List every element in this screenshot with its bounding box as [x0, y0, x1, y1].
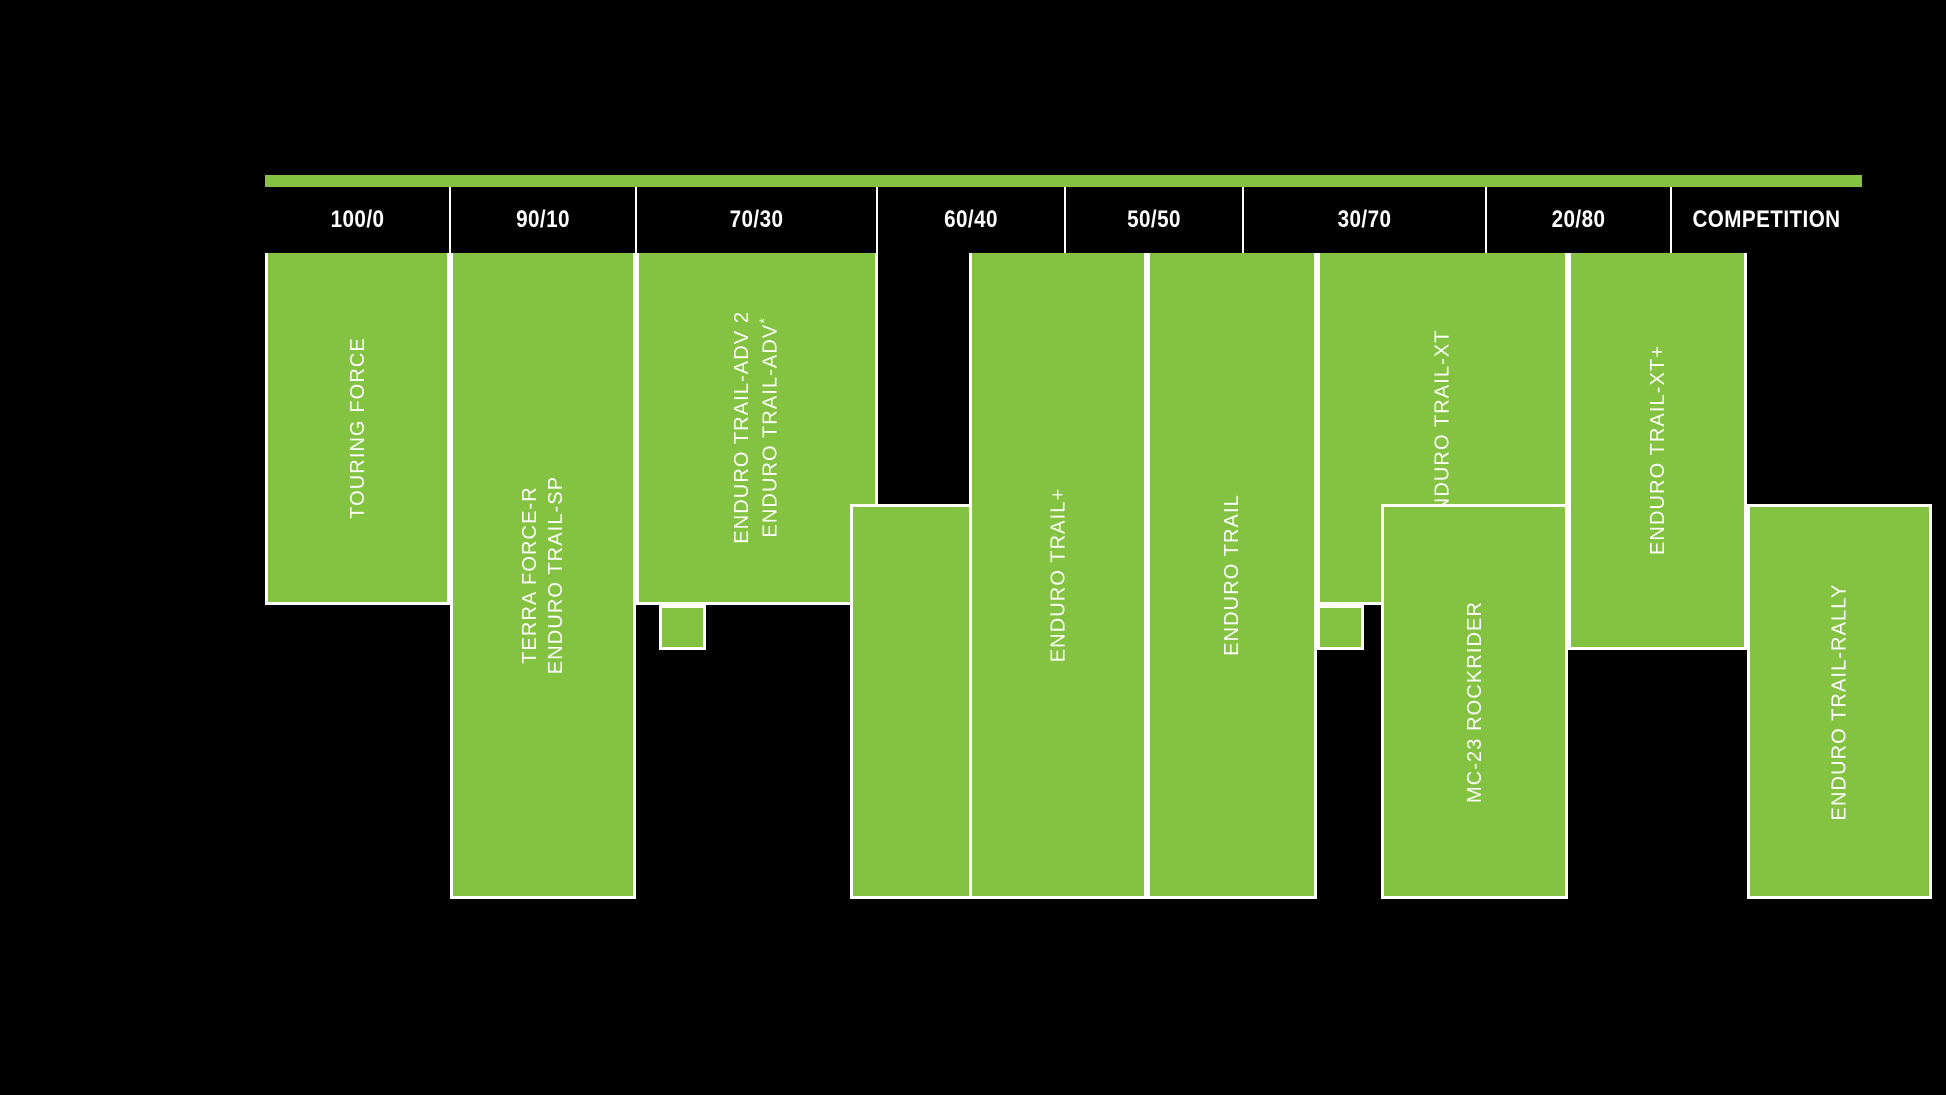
- header-separator: [635, 187, 637, 253]
- header-separator: [1064, 187, 1066, 253]
- bar-label-stack: MC-23 ROCKRIDER: [1462, 601, 1488, 803]
- header-separator: [1242, 187, 1244, 253]
- bar-label: ENDURO TRAIL: [1220, 493, 1243, 656]
- bar-enduro-trail-plus[interactable]: ENDURO TRAIL+: [969, 253, 1147, 899]
- header-cell-90-10[interactable]: 90/10: [516, 206, 570, 233]
- header-separator: [1670, 187, 1672, 253]
- bar-touring-force[interactable]: TOURING FORCE: [265, 253, 451, 606]
- header-separator: [1485, 187, 1487, 253]
- bar-label-group: TOURING FORCE: [268, 253, 447, 602]
- bar-label: ENDURO TRAIL-ADV 2: [731, 311, 754, 544]
- bar-label-group: ENDURO TRAIL: [1150, 253, 1315, 896]
- bar-enduro-trail-rally[interactable]: ENDURO TRAIL-RALLY: [1747, 504, 1933, 899]
- header-cell-competition[interactable]: COMPETITION: [1692, 206, 1841, 233]
- bar-enduro-trail[interactable]: ENDURO TRAIL: [1146, 253, 1318, 899]
- header-cell-20-80[interactable]: 20/80: [1551, 206, 1606, 233]
- bar-label-stack: ENDURO TRAIL-XT: [1430, 329, 1456, 526]
- bar-label-stack: TOURING FORCE: [345, 337, 371, 519]
- bar-mc-23-rockrider[interactable]: MC-23 ROCKRIDER: [1381, 504, 1569, 899]
- bar-label: MC-23 ROCKRIDER: [1463, 600, 1486, 803]
- bar-label: ENDURO TRAIL-SP: [544, 475, 567, 674]
- bar-enduro-trail-adv-ext[interactable]: [659, 605, 706, 651]
- header-cell-30-70[interactable]: 30/70: [1337, 206, 1392, 233]
- bar-label-stack: ENDURO TRAIL-XT+: [1645, 345, 1671, 555]
- top-accent-bar: [265, 175, 1862, 187]
- header-cell-60-40[interactable]: 60/40: [944, 206, 998, 233]
- bar-label: TOURING FORCE: [346, 336, 369, 519]
- bar-label-group: ENDURO TRAIL+: [972, 253, 1143, 896]
- ratio-header-row: 100/0 90/10 70/30 60/40 50/50 30/70 20/80 COMPE…: [265, 187, 1862, 253]
- bar-label-stack: ENDURO TRAIL+: [1045, 487, 1071, 662]
- bar-label: ENDURO TRAIL-RALLY: [1828, 583, 1851, 821]
- header-cell-70-30[interactable]: 70/30: [729, 206, 784, 233]
- bar-label-stack: ENDURO TRAIL: [1219, 494, 1245, 656]
- header-cell-50-50[interactable]: 50/50: [1127, 206, 1181, 233]
- header-cell-100-0[interactable]: 100/0: [330, 206, 385, 233]
- bar-enduro-trail-xt-plus[interactable]: ENDURO TRAIL-XT+: [1568, 253, 1747, 651]
- bar-enduro-trail-xt-ext[interactable]: [1317, 605, 1364, 651]
- bar-label: TERRA FORCE-R: [518, 485, 541, 664]
- header-separator: [449, 187, 451, 253]
- bar-label-stack: ENDURO TRAIL-RALLY: [1827, 583, 1853, 820]
- bar-label-group: MC-23 ROCKRIDER: [1384, 507, 1565, 896]
- bar-label-group: ENDURO TRAIL-XT+: [1571, 253, 1744, 647]
- bar-label: ENDURO TRAIL+: [1046, 487, 1069, 662]
- bar-label-group: ENDURO TRAIL-RALLY: [1750, 507, 1929, 896]
- header-separator: [876, 187, 878, 253]
- bar-label: ENDURO TRAIL-XT: [1431, 328, 1454, 527]
- bar-label: ENDURO TRAIL-ADV*: [756, 317, 783, 538]
- bar-label: ENDURO TRAIL-XT+: [1646, 345, 1669, 556]
